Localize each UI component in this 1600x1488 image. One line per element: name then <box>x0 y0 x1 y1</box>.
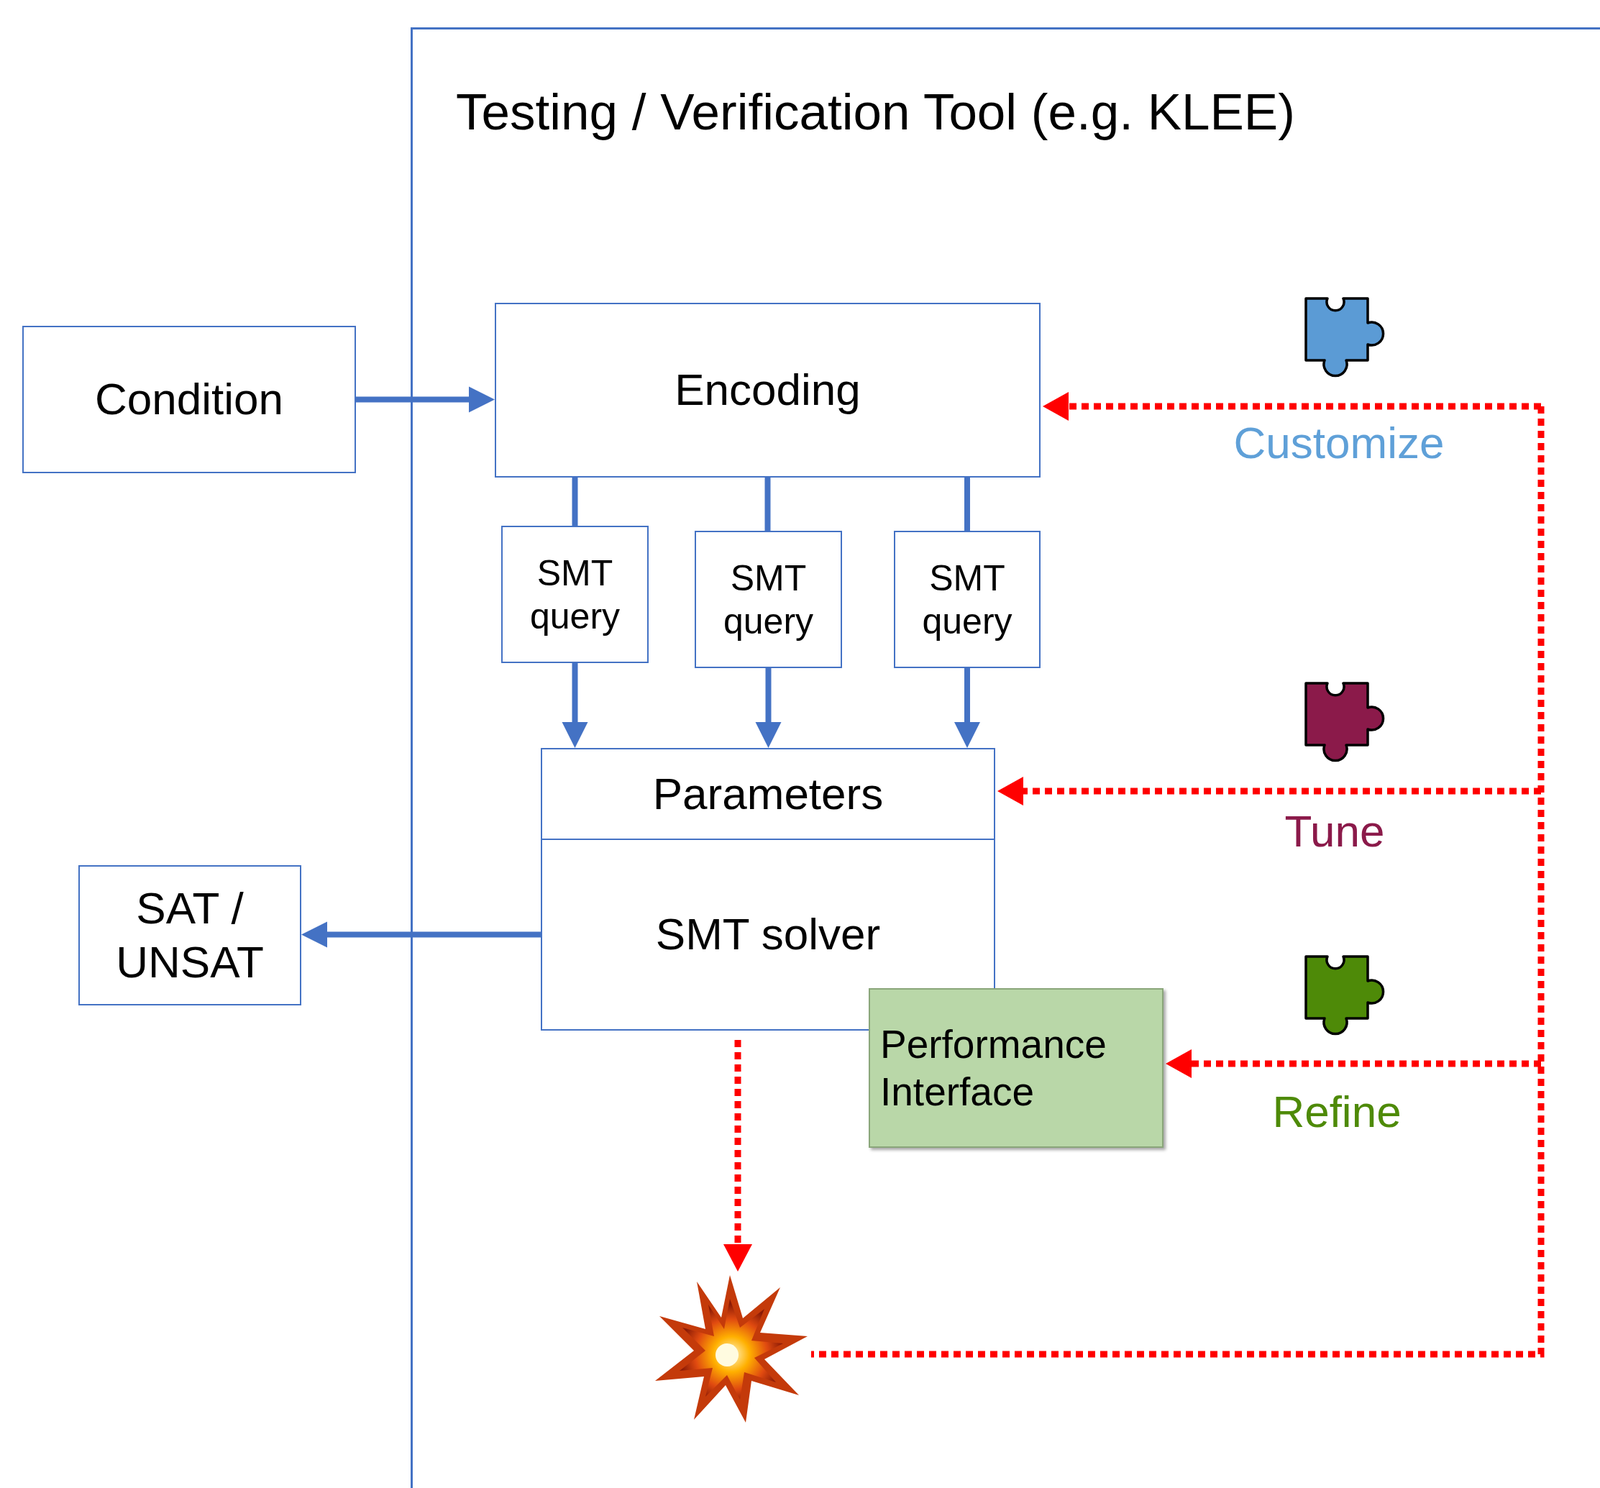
interface-box: Performance Interface <box>868 988 1164 1148</box>
arrowhead <box>301 921 328 948</box>
flow-arrow <box>574 477 576 526</box>
connector-line <box>765 668 772 724</box>
input-box: Condition <box>22 325 356 474</box>
box-label: Performance Interface <box>880 1020 1152 1116</box>
box-label: Encoding <box>674 363 861 417</box>
connector-line <box>964 668 971 724</box>
explosion-icon <box>655 1274 808 1423</box>
process-box: Encoding <box>494 302 1041 478</box>
box-label: SMT solver <box>655 907 881 961</box>
connector-line <box>355 396 471 403</box>
arrowhead <box>755 721 782 748</box>
arrowhead <box>954 721 981 748</box>
box-label: SMT query <box>902 556 1032 643</box>
flow-arrow <box>355 386 495 413</box>
action-label: Customize <box>1233 418 1445 468</box>
tool-frame: Testing / Verification Tool (e.g. KLEE) E… <box>410 27 1600 1488</box>
box-label: Condition <box>94 372 284 426</box>
query-box: SMT query <box>501 525 649 664</box>
frame-heading: Testing / Verification Tool (e.g. KLEE) <box>455 81 1296 143</box>
output-box: SAT / UNSAT <box>78 865 302 1006</box>
box-label: Parameters <box>652 767 884 821</box>
action-label: Refine <box>1272 1087 1401 1137</box>
flow-arrow <box>301 921 541 948</box>
box-label: SMT query <box>509 551 640 638</box>
parameter-band: Parameters <box>540 747 996 840</box>
query-box: SMT query <box>893 530 1041 669</box>
flow-arrow <box>562 663 589 748</box>
flow-arrow <box>967 477 968 531</box>
box-label: SAT / UNSAT <box>87 881 293 989</box>
box-label: SMT query <box>703 556 834 643</box>
connector-line <box>964 477 971 531</box>
connector-line <box>325 931 541 938</box>
flow-arrow <box>954 668 981 748</box>
connector-line <box>572 477 579 526</box>
arrowhead <box>468 386 495 413</box>
query-box: SMT query <box>694 530 843 669</box>
connector-line <box>765 477 771 531</box>
puzzle-icons <box>1305 298 1384 1035</box>
flow-arrow <box>767 477 768 531</box>
flow-arrow <box>755 668 782 748</box>
action-label: Tune <box>1284 806 1385 856</box>
arrowhead <box>562 721 589 748</box>
connector-line <box>572 663 579 724</box>
